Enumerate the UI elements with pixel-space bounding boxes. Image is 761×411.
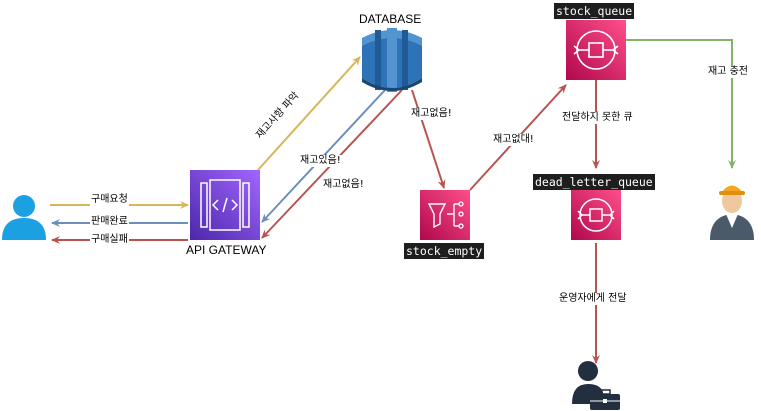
- database-label: DATABASE: [359, 12, 422, 26]
- user-icon: [2, 195, 46, 240]
- edge-label-restock: 재고 충전: [707, 66, 749, 78]
- stock-empty-label: stock_empty: [404, 243, 485, 259]
- edge-label-sale-complete: 판매완료: [90, 216, 129, 228]
- stock-queue-label: stock_queue: [554, 3, 635, 19]
- edge-label-empty-to-queue: 재고없대!: [492, 134, 535, 146]
- worker-icon: [710, 185, 754, 240]
- api-gateway-label: API GATEWAY: [186, 243, 267, 257]
- edge-label-out-of-stock-empty: 재고없음!: [410, 108, 453, 120]
- api-gateway-icon: [190, 170, 260, 240]
- edge-restock: [626, 39, 736, 169]
- database-icon: [362, 28, 422, 92]
- edge-out-of-stock-to-empty: [411, 89, 446, 189]
- operator-icon: [572, 361, 620, 410]
- sns-filter-icon: [420, 190, 470, 240]
- edge-label-purchase-request: 구매요청: [90, 194, 129, 206]
- edge-label-undeliverable: 전달하지 못한 큐: [561, 112, 634, 124]
- edge-label-purchase-failed: 구매실패: [90, 234, 129, 246]
- edge-label-in-stock: 재고있음!: [299, 155, 342, 167]
- edge-label-notify-operator: 운영자에게 전달: [558, 293, 628, 305]
- edge-label-out-of-stock-api: 재고없음!: [322, 179, 365, 191]
- dead-letter-queue-label: dead_letter_queue: [533, 174, 655, 190]
- sqs-queue-icon: [566, 20, 626, 80]
- edge-check-stock: [257, 56, 361, 171]
- sqs-dead-letter-icon: [571, 190, 621, 240]
